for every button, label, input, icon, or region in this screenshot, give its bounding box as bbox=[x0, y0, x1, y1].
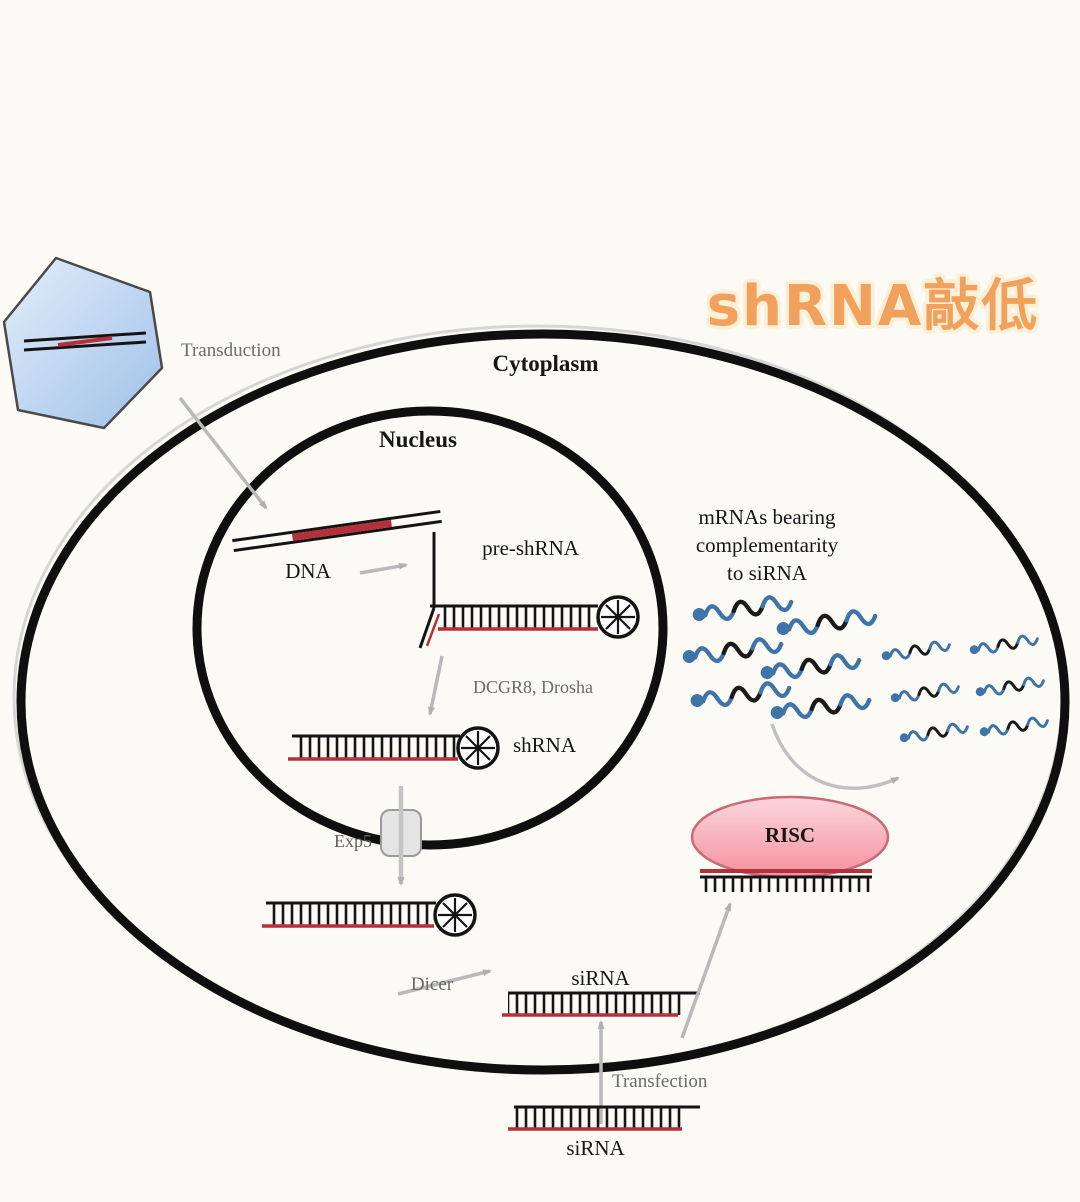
viral-vector-icon bbox=[2, 256, 164, 430]
risc-complex bbox=[690, 795, 890, 892]
mrna-caption: mRNAs bearing complementarity to siRNA bbox=[650, 503, 884, 587]
sirna-to-risc-arrow bbox=[680, 902, 732, 1039]
sirna-duplex bbox=[502, 991, 700, 1017]
cytoplasm-label: Cytoplasm bbox=[492, 351, 599, 376]
dicer-label: Dicer bbox=[410, 974, 454, 995]
title-shrna-knockdown: shRNA敲低 bbox=[706, 274, 1040, 339]
transduction-label: Transduction bbox=[181, 340, 281, 361]
dna-label: DNA bbox=[285, 559, 331, 583]
exp5-label: Exp5 bbox=[334, 831, 372, 851]
transduction-arrow bbox=[178, 396, 268, 510]
mrna-caption-line3: to siRNA bbox=[727, 561, 807, 585]
mrna-caption-line2: complementarity bbox=[695, 533, 839, 557]
nucleus-label: Nucleus bbox=[379, 427, 457, 452]
shrna-label: shRNA bbox=[513, 733, 577, 757]
nucleus-membrane bbox=[192, 406, 668, 850]
sirna-bottom-label: siRNA bbox=[566, 1136, 625, 1160]
pre-shrna-label: pre-shRNA bbox=[482, 536, 579, 560]
drosha-arrow bbox=[427, 655, 444, 716]
mrna-caption-line1: mRNAs bearing bbox=[698, 505, 836, 529]
shrna-hairpin bbox=[288, 726, 500, 770]
transfection-label: Transfection bbox=[612, 1071, 708, 1092]
dicer-arrow bbox=[397, 969, 492, 996]
pre-shrna-hairpin bbox=[418, 532, 640, 649]
sirna-duplex-bottom bbox=[508, 1105, 700, 1131]
mrna-cleaved-cluster bbox=[879, 632, 1050, 745]
dcgr8-drosha-label: DCGR8, Drosha bbox=[473, 677, 593, 697]
dna-strand bbox=[232, 509, 442, 553]
mrna-cluster bbox=[682, 595, 877, 720]
cytoplasm-hairpin bbox=[262, 893, 477, 937]
dna-to-preshrna-arrow bbox=[359, 562, 408, 575]
risc-label: RISC bbox=[764, 823, 816, 847]
cell-membrane bbox=[12, 324, 1070, 1075]
sirna-cytoplasm-label: siRNA bbox=[571, 966, 630, 990]
mrna-cleavage-arrow bbox=[770, 723, 900, 791]
